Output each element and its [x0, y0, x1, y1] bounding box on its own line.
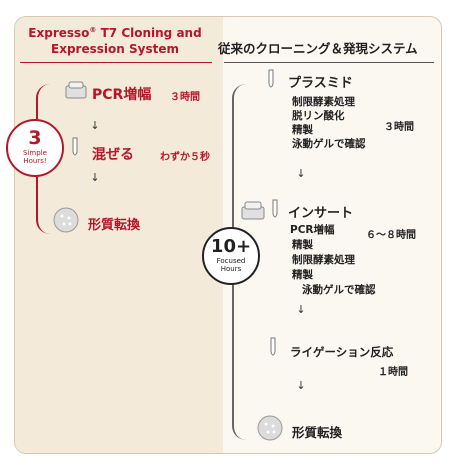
left-step-mix-time: わずか５秒	[160, 152, 210, 163]
badge-line1: Focused	[216, 257, 246, 265]
plasmid-substep: 脱リン酸化	[292, 110, 345, 122]
petri-dish-icon	[53, 207, 79, 233]
right-step-insert-time: ６～８時間	[366, 230, 416, 241]
insert-substep: 制限酵素処理	[292, 254, 355, 266]
insert-substep: 精製	[292, 239, 313, 251]
tube-icon	[72, 137, 78, 156]
down-arrow-icon: ↓	[296, 303, 306, 316]
petri-dish-icon	[257, 415, 283, 441]
left-header-line1: T7 Cloning and	[96, 26, 202, 40]
right-step-ligation: ライゲーション反応	[290, 345, 394, 359]
tube-icon	[272, 199, 278, 218]
left-step-mix: 混ぜる	[92, 147, 134, 163]
left-rule	[20, 62, 212, 63]
plasmid-substep: 精製	[292, 124, 313, 136]
thermal-cycler-icon	[241, 201, 265, 220]
plasmid-substep: 制限酵素処理	[292, 96, 355, 108]
right-rule	[224, 62, 434, 63]
down-arrow-icon: ↓	[90, 171, 100, 184]
badge-number: 3	[28, 127, 42, 149]
left-header-line2: Expression System	[51, 42, 179, 56]
registered-mark: ®	[89, 26, 97, 34]
tube-icon	[268, 69, 274, 88]
tube-icon	[270, 337, 276, 356]
right-step-ligation-time: １時間	[378, 367, 408, 378]
left-step-transform: 形質転換	[88, 218, 141, 233]
badge-number: 10+	[210, 236, 252, 257]
down-arrow-icon: ↓	[296, 167, 306, 180]
insert-substep: 精製	[292, 269, 313, 281]
left-shade	[15, 17, 223, 453]
right-step-transform: 形質転換	[292, 425, 343, 440]
left-step-pcr: PCR増幅	[92, 87, 152, 103]
badge-line1: Simple	[23, 149, 47, 157]
down-arrow-icon: ↓	[296, 379, 306, 392]
down-arrow-icon: ↓	[90, 119, 100, 132]
right-step-plasmid-time: ３時間	[384, 122, 414, 133]
plasmid-substep: 泳動ゲルで確認	[292, 138, 366, 150]
left-step-pcr-time: ３時間	[170, 92, 200, 103]
insert-substep: PCR増幅	[290, 224, 335, 236]
left-header: Expresso® T7 Cloning and Expression Syst…	[20, 22, 210, 57]
left-header-brand: Expresso	[28, 26, 90, 40]
insert-substep: 泳動ゲルで確認	[302, 284, 376, 296]
simple-hours-badge: 3 Simple Hours!	[6, 119, 64, 177]
right-header: 従来のクローニング＆発現システム	[218, 41, 418, 56]
thermal-cycler-icon	[65, 81, 87, 99]
focused-hours-badge: 10+ Focused Hours	[202, 227, 260, 285]
badge-line2: Hours	[220, 265, 242, 273]
right-step-insert: インサート	[288, 206, 354, 221]
right-step-plasmid: プラスミド	[288, 76, 353, 91]
badge-line2: Hours!	[23, 157, 47, 165]
